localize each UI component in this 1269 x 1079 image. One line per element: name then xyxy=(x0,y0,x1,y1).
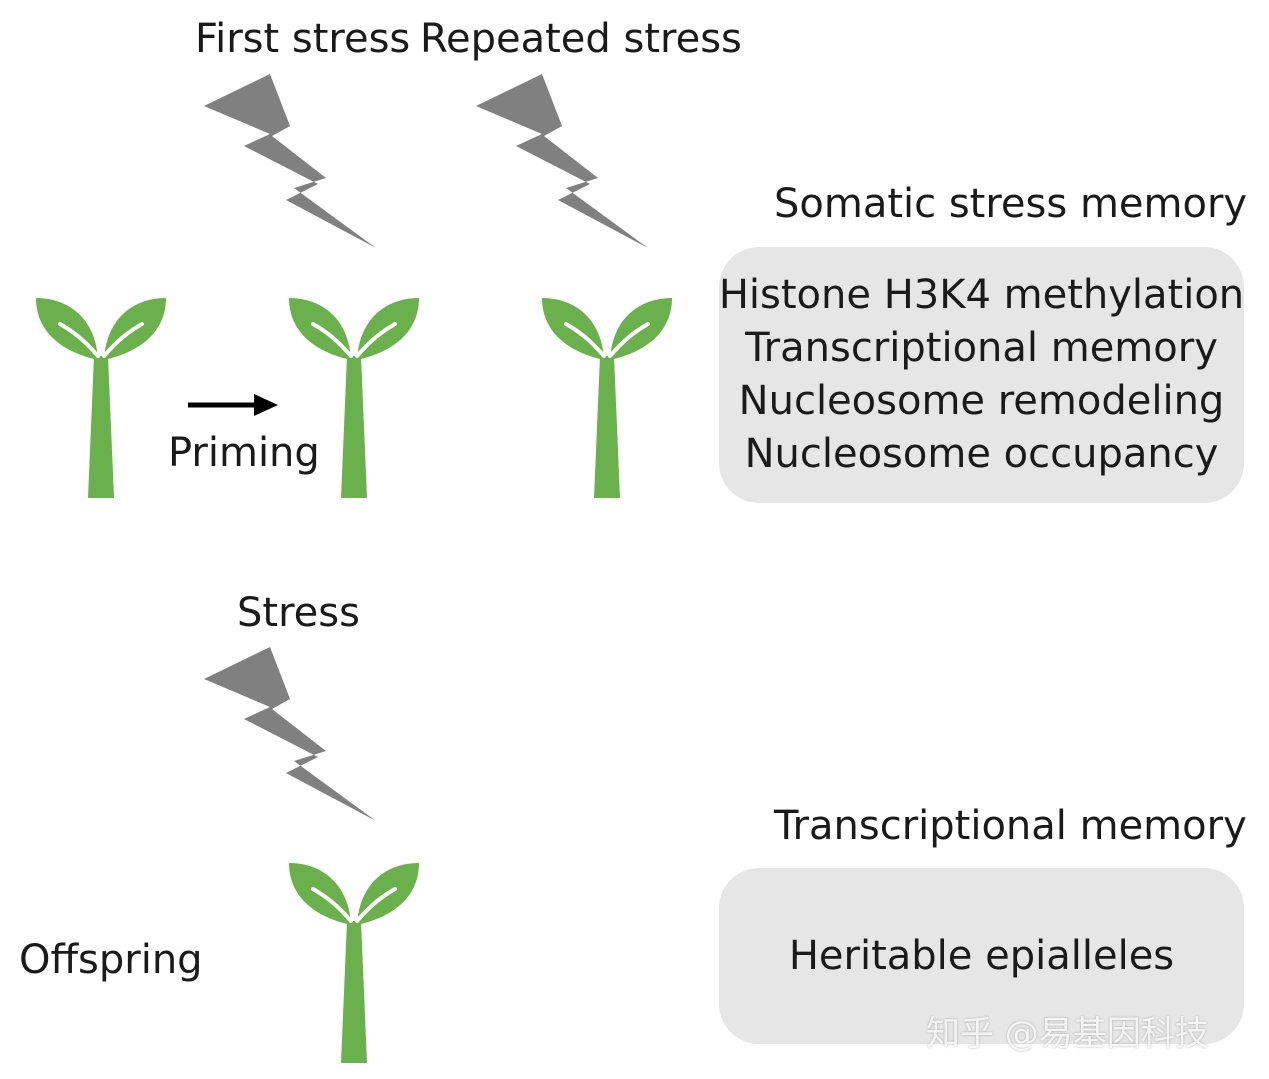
somatic-memory-box: Histone H3K4 methylation Transcriptional… xyxy=(719,247,1244,503)
watermark: 知乎 @易基因科技 xyxy=(926,1014,1209,1054)
somatic-memory-item: Nucleosome remodeling xyxy=(738,378,1225,424)
seedling-icon xyxy=(542,298,672,498)
seedling-icon xyxy=(289,863,419,1063)
seedling-icon xyxy=(289,298,419,498)
arrow-right-icon xyxy=(188,394,278,416)
repeated-stress-label: Repeated stress xyxy=(420,16,742,62)
offspring-label: Offspring xyxy=(19,937,203,983)
lightning-bolt-icon xyxy=(204,647,376,821)
first-stress-label: First stress xyxy=(195,16,411,62)
somatic-memory-title: Somatic stress memory xyxy=(774,181,1248,227)
seedling-icon xyxy=(36,298,166,498)
heritable-epialleles-item: Heritable epialleles xyxy=(788,932,1175,979)
somatic-memory-item: Transcriptional memory xyxy=(745,325,1218,371)
priming-label: Priming xyxy=(168,430,320,476)
lightning-bolt-icon xyxy=(476,74,648,248)
somatic-memory-item: Nucleosome occupancy xyxy=(744,431,1219,477)
stress-label: Stress xyxy=(237,590,360,636)
transcriptional-memory-title: Transcriptional memory xyxy=(774,803,1247,849)
lightning-bolt-icon xyxy=(204,74,376,248)
somatic-memory-item: Histone H3K4 methylation xyxy=(718,272,1245,318)
transcriptional-memory-box: Heritable epialleles xyxy=(719,868,1244,1044)
